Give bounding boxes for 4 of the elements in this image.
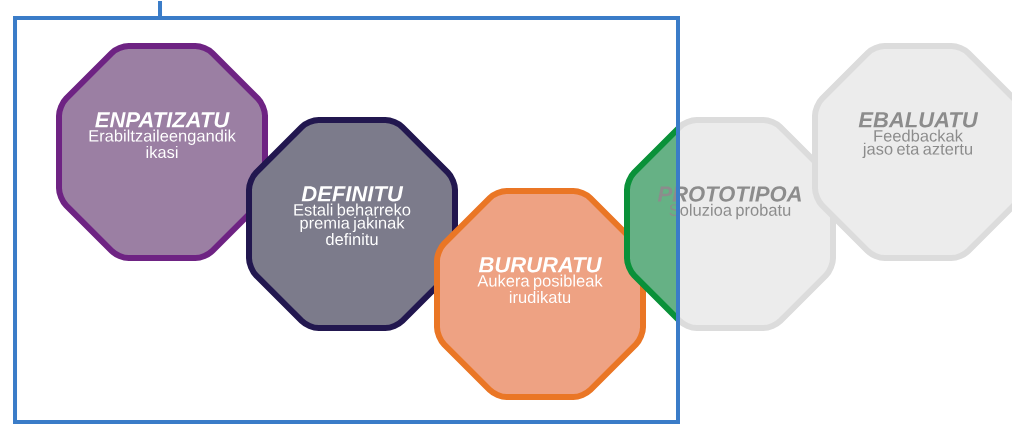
octagon: EBALUATU Feedbackak jaso eta aztertu <box>812 43 1012 261</box>
octagon: DEFINITU Estali beharreko premia jakinak definitu <box>246 117 458 331</box>
octagon: ENPATIZATU Erabiltzaileengandik ikasi <box>56 43 268 261</box>
octagon: BURURATU Aukera posibleak irudikatu <box>434 188 646 400</box>
